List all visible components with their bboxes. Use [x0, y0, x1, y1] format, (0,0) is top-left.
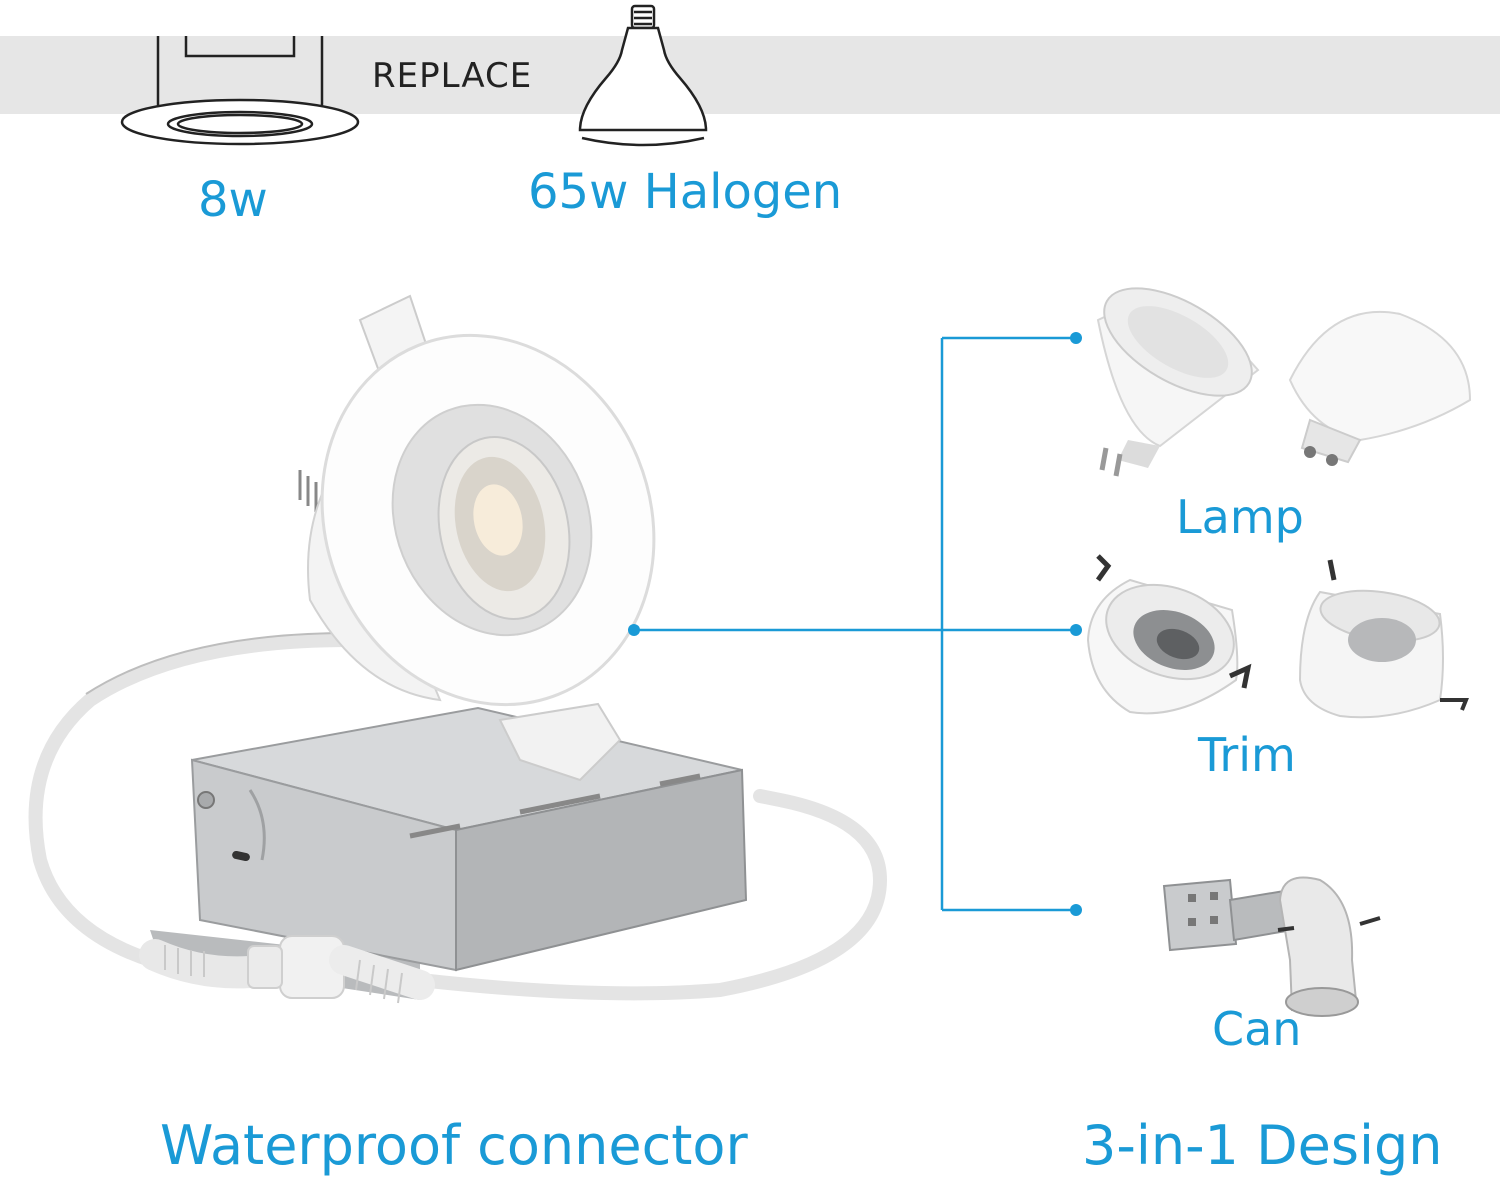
- led-downlight-product: [298, 294, 656, 782]
- halogen-wattage-label: 65w Halogen: [528, 164, 843, 220]
- led-wattage-label: 8w: [198, 172, 268, 228]
- connector-lines: [628, 332, 1082, 916]
- waterproof-connector: [139, 935, 435, 1004]
- gu10-lamp-icon: [1288, 310, 1472, 466]
- power-cable: [28, 633, 888, 1001]
- lamp-label: Lamp: [1176, 490, 1304, 544]
- three-in-one-caption: 3-in-1 Design: [1082, 1114, 1443, 1177]
- halogen-bulb-icon: [578, 4, 708, 147]
- trim-label: Trim: [1198, 728, 1296, 782]
- waterproof-connector-caption: Waterproof connector: [160, 1114, 748, 1177]
- downlight-trim-icon: [120, 36, 360, 146]
- mr16-lamp-icon: [1096, 287, 1260, 477]
- can-label: Can: [1212, 1002, 1302, 1056]
- junction-box: [150, 706, 748, 1000]
- trim-icon: [1086, 554, 1469, 719]
- replace-label: REPLACE: [372, 56, 533, 96]
- recessed-can-icon: [1162, 876, 1381, 1017]
